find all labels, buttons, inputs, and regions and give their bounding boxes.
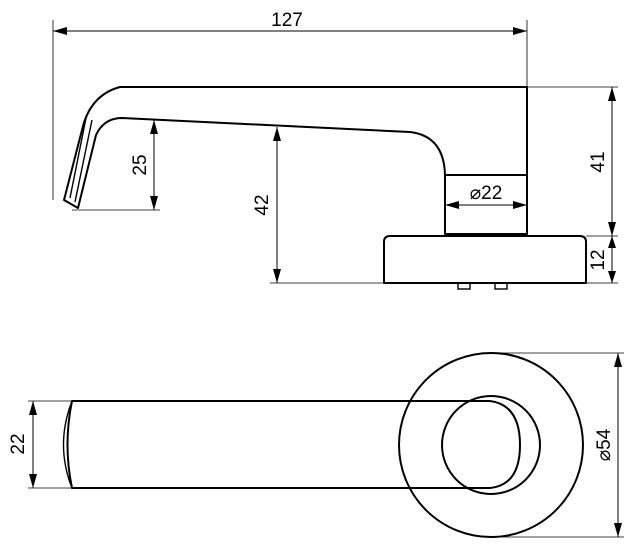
dim-label-diameter-22: ⌀22 bbox=[470, 183, 503, 204]
dim-rose-height: 41 bbox=[527, 86, 618, 237]
diameter-value: 22 bbox=[481, 183, 502, 204]
dim-label-127: 127 bbox=[271, 10, 303, 31]
dim-label-22-width: 22 bbox=[8, 433, 29, 454]
rose-side bbox=[383, 235, 587, 284]
dim-spindle-diameter: ⌀22 bbox=[445, 183, 527, 209]
dim-label-12: 12 bbox=[588, 249, 609, 270]
lever-side-outline bbox=[63, 86, 528, 235]
dim-label-diameter-54: ⌀54 bbox=[594, 428, 615, 461]
rose-inner-circle bbox=[441, 395, 541, 495]
lever-top-end-edge bbox=[62, 400, 73, 489]
lever-side-tip-edge bbox=[69, 117, 87, 199]
rose-pin-right bbox=[494, 282, 508, 290]
dim-overall-length: 127 bbox=[52, 10, 528, 200]
dim-rose-diameter: ⌀54 bbox=[491, 352, 624, 538]
rose-pin-left bbox=[457, 282, 471, 290]
rose-outer-circle bbox=[398, 352, 584, 538]
dim-label-25: 25 bbox=[130, 154, 151, 175]
diameter-symbol: ⌀ bbox=[470, 183, 481, 204]
lever-side-tip-edge-2 bbox=[74, 119, 93, 203]
dim-rose-thickness: 12 bbox=[586, 236, 618, 284]
side-view bbox=[63, 86, 587, 290]
dim-label-42: 42 bbox=[252, 194, 273, 215]
top-view bbox=[62, 352, 584, 538]
lever-top-outline bbox=[66, 400, 521, 489]
dim-lever-depth: 42 bbox=[252, 127, 384, 284]
dim-lever-width: 22 bbox=[8, 400, 72, 489]
diameter-value-54: 54 bbox=[594, 428, 615, 450]
dim-lever-tip-height: 25 bbox=[72, 120, 160, 211]
diameter-symbol-2: ⌀ bbox=[594, 450, 615, 461]
dim-label-41: 41 bbox=[588, 151, 609, 172]
